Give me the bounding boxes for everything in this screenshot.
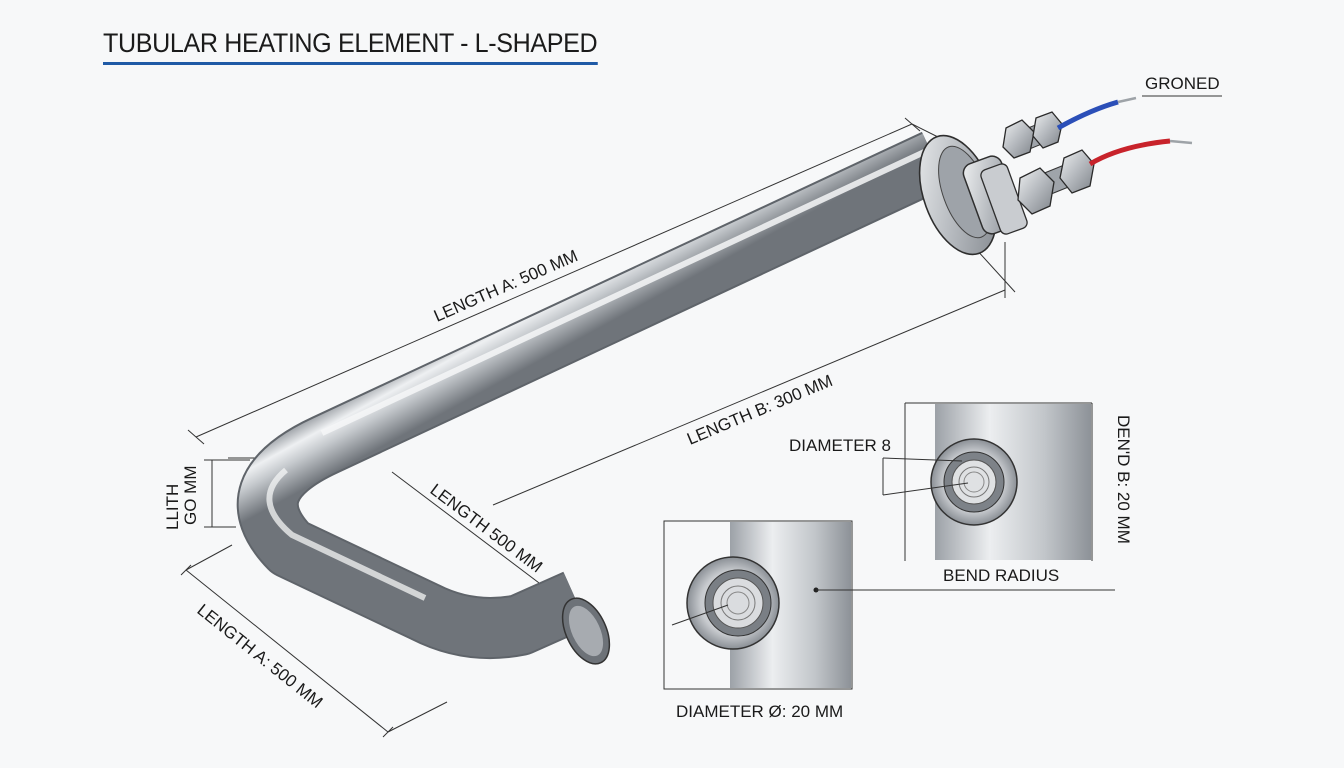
- tubular-heating-element: [236, 131, 949, 665]
- label-length-a-bottom: LENGTH A: 500 MM: [193, 600, 326, 712]
- diameter-detail-callout: [663, 520, 930, 690]
- label-groned: GRONED: [1145, 74, 1220, 93]
- label-length-diag: LENGTH 500 MM: [427, 480, 546, 576]
- label-lith-line1: LLITH: [163, 484, 182, 530]
- label-lith-line2: GO MM: [181, 466, 200, 526]
- diagram-title: TUBULAR HEATING ELEMENT - L-SHAPED: [103, 28, 598, 65]
- label-diameter-o: DIAMETER Ø: 20 MM: [676, 702, 843, 721]
- bend-detail-callout: [882, 402, 1115, 591]
- dimension-lines: [180, 117, 1016, 738]
- label-bend-b: DEN'D B: 20 MM: [1114, 415, 1133, 544]
- terminal-head: [918, 95, 1222, 256]
- label-diameter-b: DIAMETER 8: [789, 436, 891, 455]
- label-bend-radius: BEND RADIUS: [943, 566, 1059, 585]
